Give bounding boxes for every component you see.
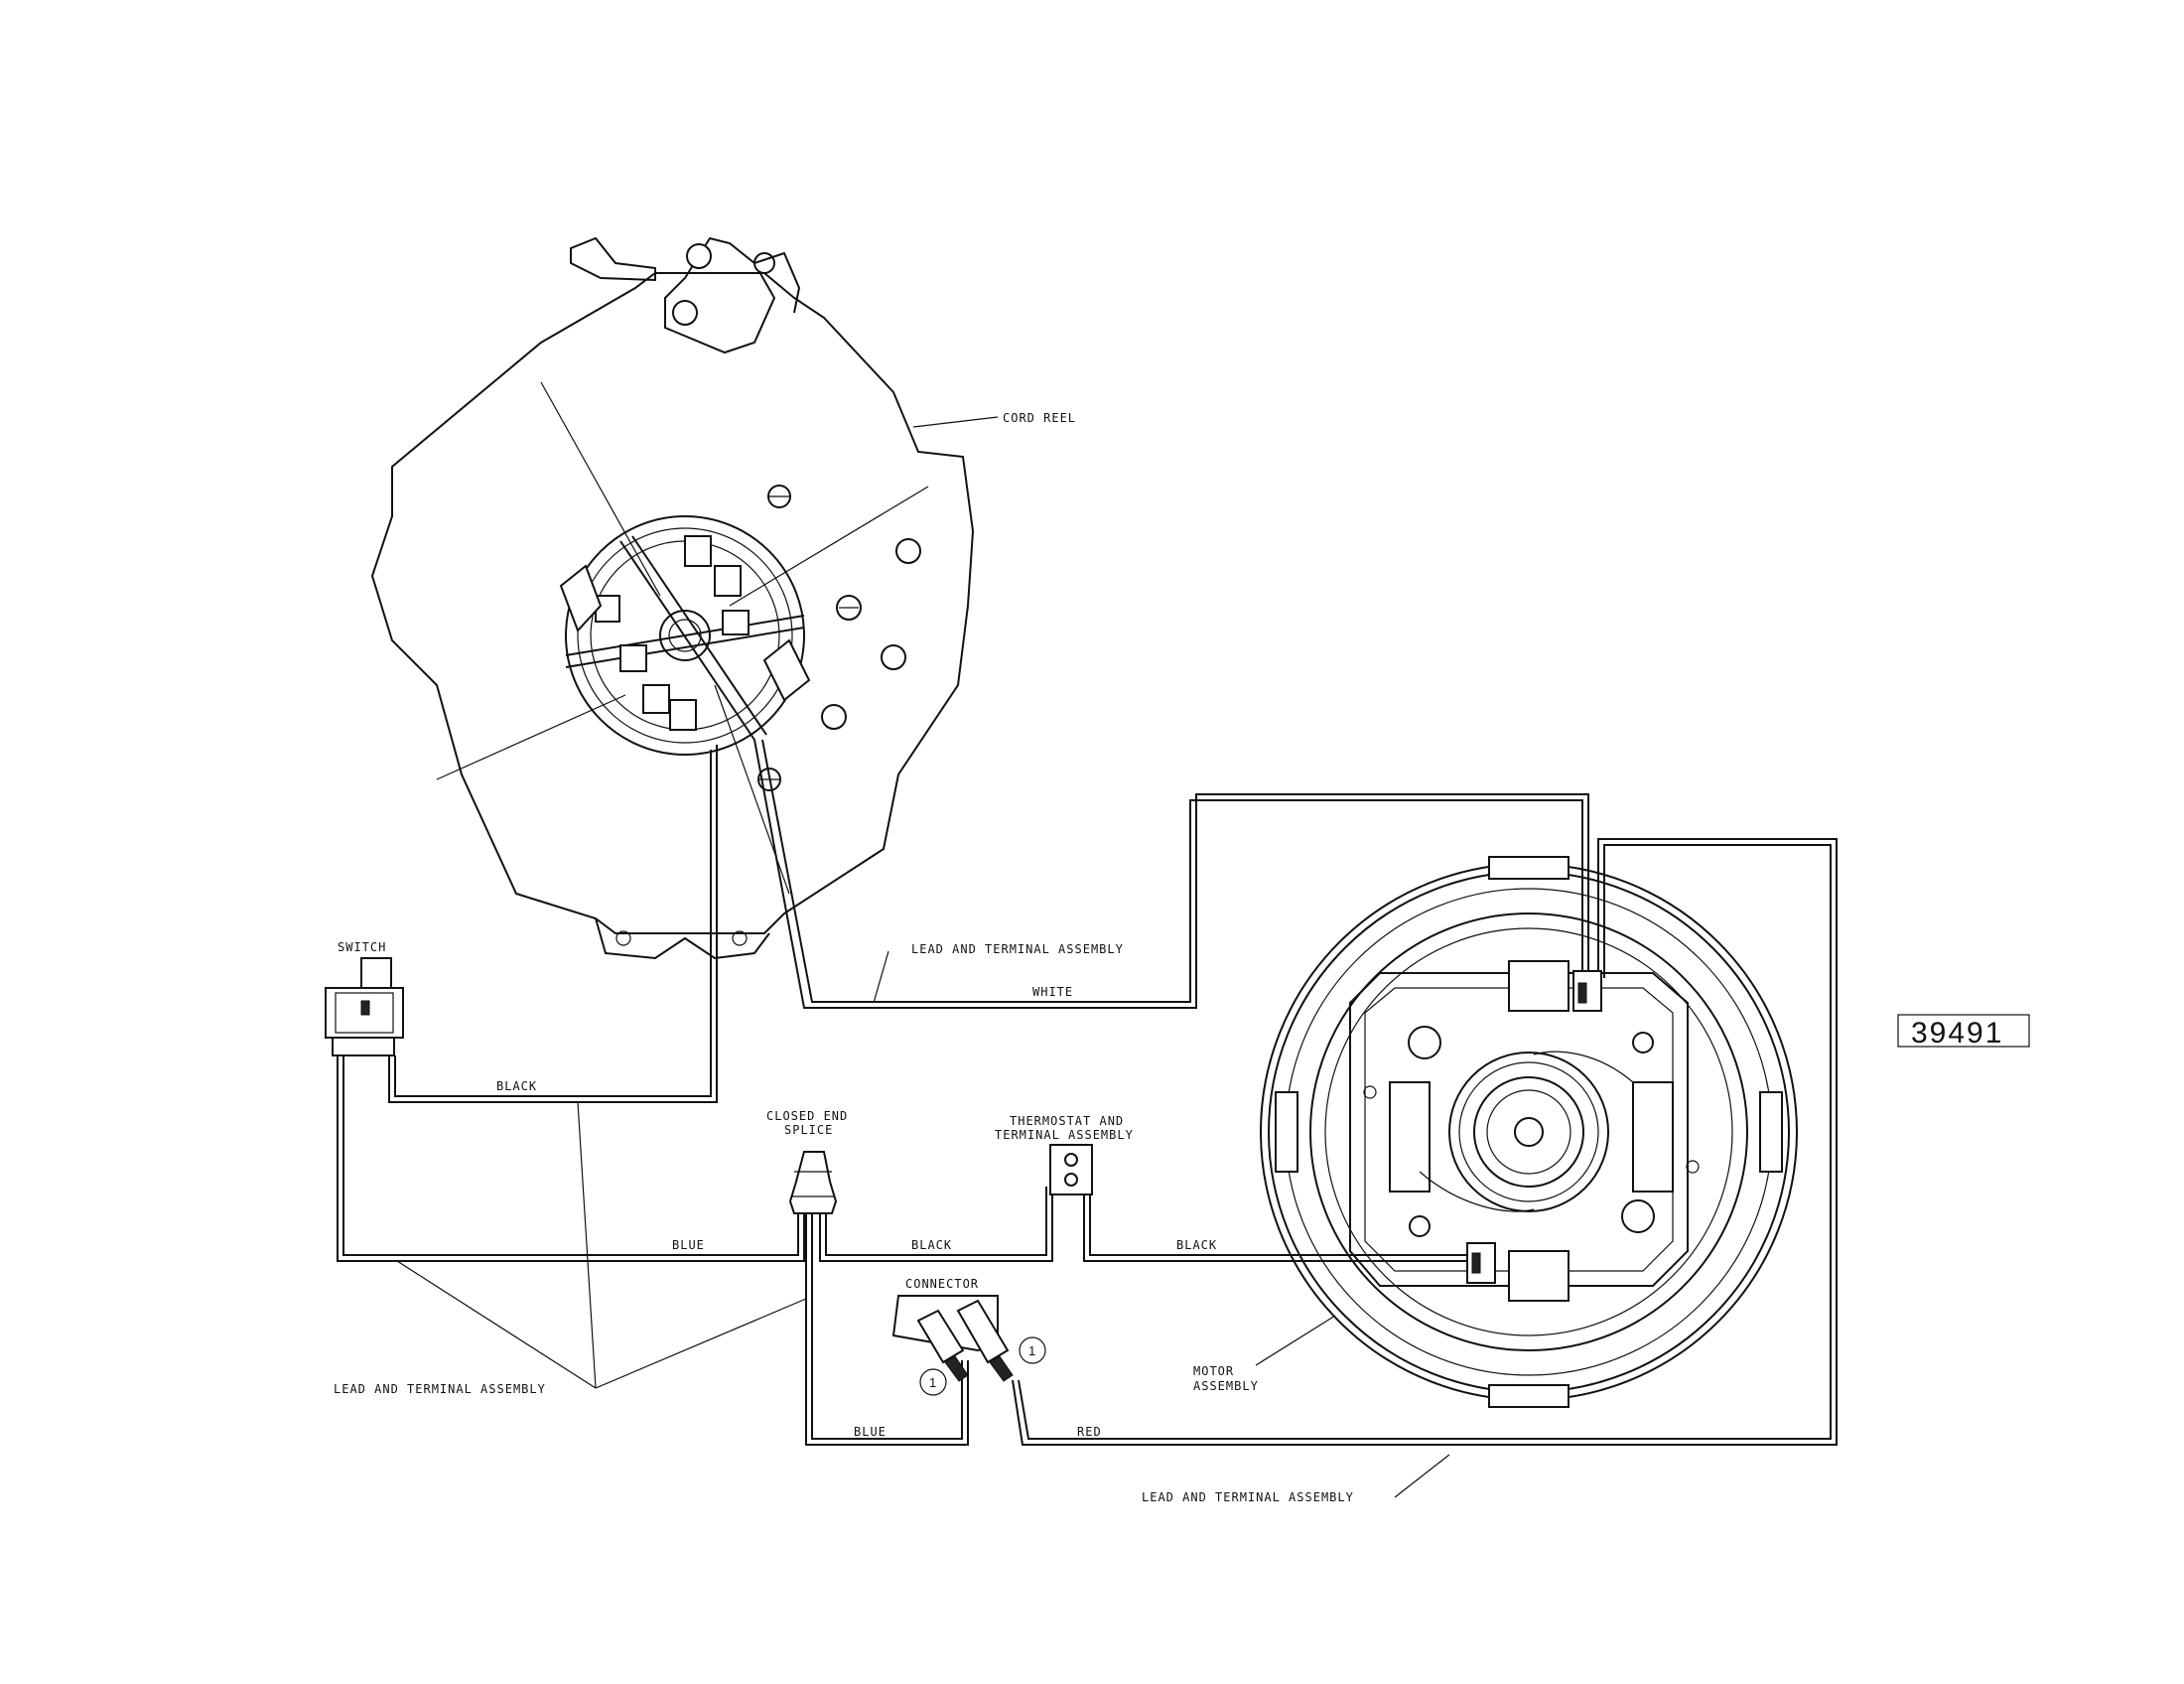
label-connector: CONNECTOR bbox=[905, 1277, 979, 1291]
switch bbox=[325, 957, 404, 1056]
motor-assembly bbox=[1260, 856, 1798, 1408]
label-black-right: BLACK bbox=[1176, 1238, 1217, 1252]
label-white: WHITE bbox=[1032, 985, 1073, 999]
label-motor-1: MOTOR bbox=[1193, 1364, 1234, 1378]
label-closed-end-2: SPLICE bbox=[784, 1123, 833, 1137]
label-closed-end-1: CLOSED END bbox=[766, 1109, 848, 1123]
label-lead-terminal-bottom: LEAD AND TERMINAL ASSEMBLY bbox=[1142, 1490, 1354, 1504]
thermostat-terminal bbox=[1049, 1144, 1093, 1195]
label-circle-1b: 1 bbox=[1028, 1343, 1035, 1358]
label-black-mid: BLACK bbox=[911, 1238, 952, 1252]
connector bbox=[891, 1295, 1046, 1396]
label-red-bottom: RED bbox=[1077, 1425, 1102, 1439]
label-lead-terminal-left: LEAD AND TERMINAL ASSEMBLY bbox=[334, 1382, 546, 1396]
cord-reel bbox=[370, 236, 975, 960]
label-black-top: BLACK bbox=[496, 1079, 537, 1093]
label-motor-2: ASSEMBLY bbox=[1193, 1379, 1259, 1393]
part-number-box bbox=[1897, 1014, 2030, 1048]
label-blue-mid: BLUE bbox=[672, 1238, 705, 1252]
label-cord-reel: CORD REEL bbox=[1003, 411, 1076, 425]
label-thermostat-1: THERMOSTAT AND bbox=[1010, 1114, 1124, 1128]
label-thermostat-2: TERMINAL ASSEMBLY bbox=[995, 1128, 1134, 1142]
label-circle-1a: 1 bbox=[929, 1375, 936, 1390]
leader-lines bbox=[396, 416, 1450, 1498]
label-part-number: 39491 bbox=[1911, 1017, 2003, 1050]
wiring bbox=[337, 739, 1838, 1446]
label-blue-bottom: BLUE bbox=[854, 1425, 887, 1439]
label-switch: SWITCH bbox=[338, 940, 386, 954]
label-lead-terminal-top: LEAD AND TERMINAL ASSEMBLY bbox=[911, 942, 1124, 956]
closed-end-splice bbox=[788, 1151, 838, 1214]
